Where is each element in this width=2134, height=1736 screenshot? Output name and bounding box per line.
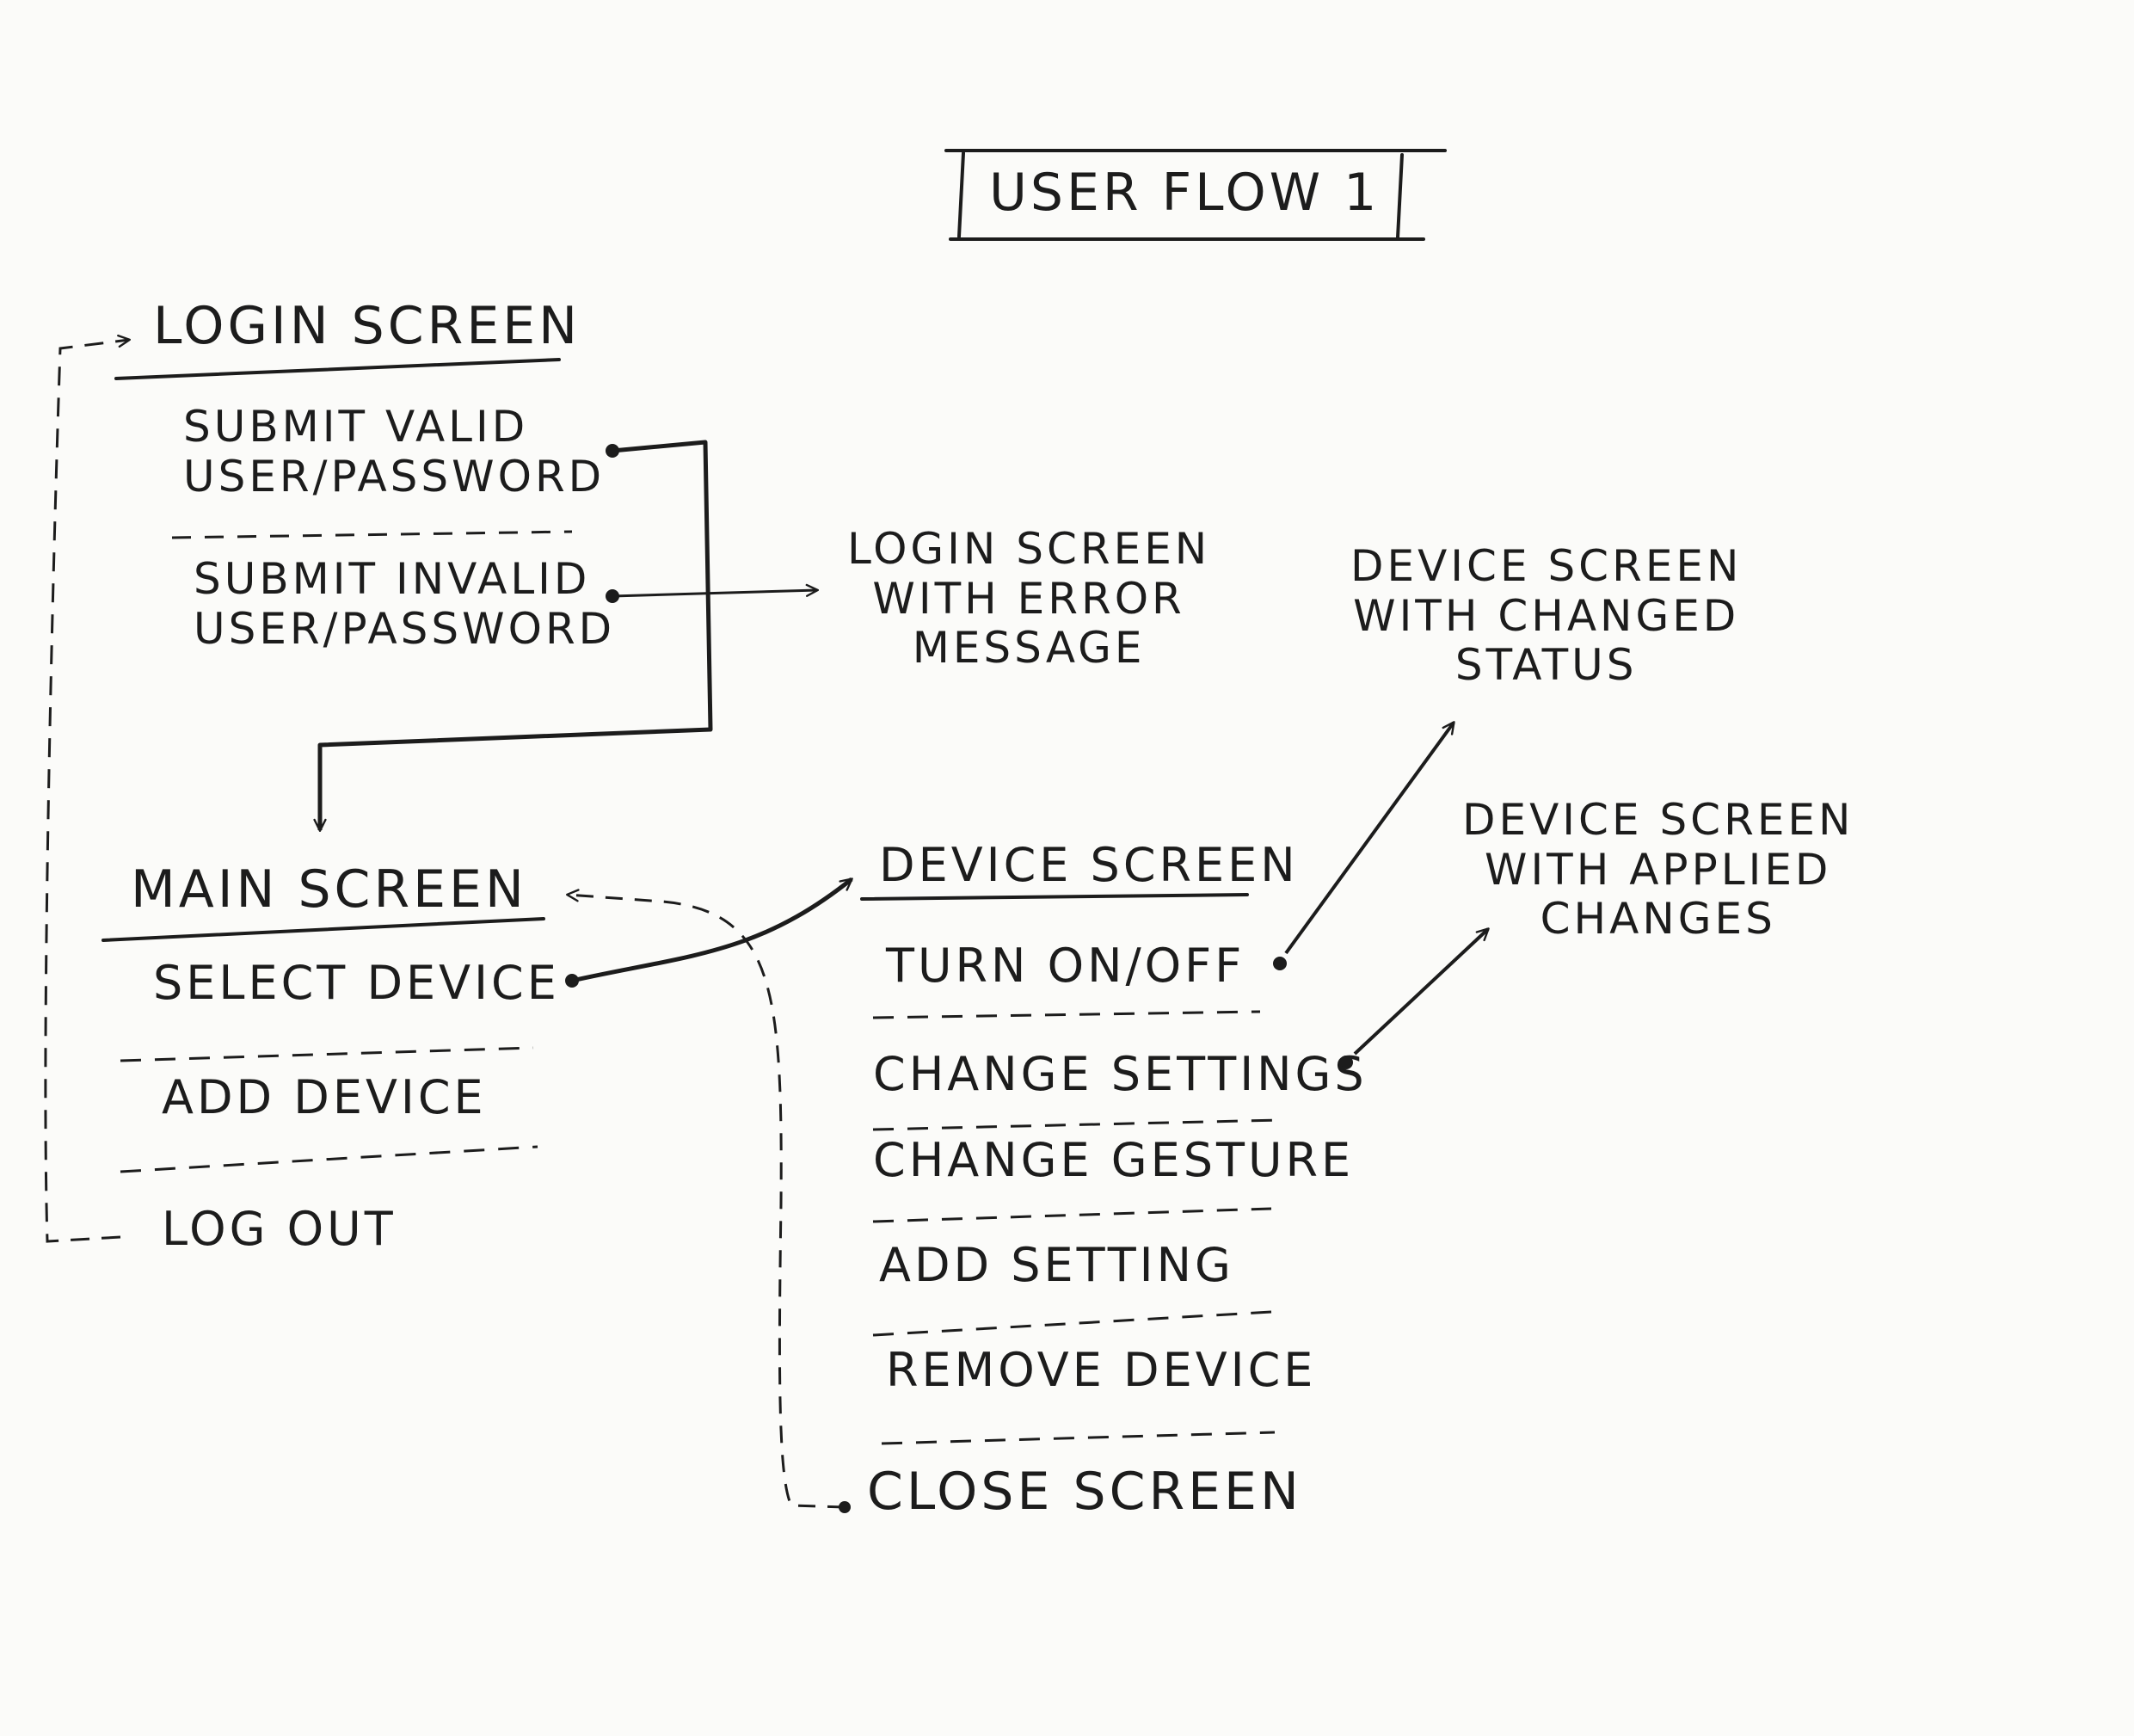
turn-on-off-to-status-arrow [1284, 721, 1455, 955]
valid-to-main-connector [313, 440, 713, 832]
login-option-divider [171, 530, 573, 539]
main-option-select-device: SELECT DEVICE [153, 956, 560, 1010]
change-settings-to-applied-arrow [1353, 927, 1490, 1056]
device-option-turn-on-off: TURN ON/OFF [886, 939, 1245, 993]
login-option-invalid: SUBMIT INVALID USER/PASSWORD [194, 554, 616, 654]
close-to-main-connector [566, 889, 846, 1509]
login-error-node: LOGIN SCREEN WITH ERROR MESSAGE [847, 524, 1211, 673]
change-settings-dot [1339, 1056, 1353, 1069]
main-option-divider-2 [120, 1145, 538, 1173]
device-option-close-screen: CLOSE SCREEN [867, 1462, 1302, 1522]
main-heading-underline [101, 917, 545, 942]
device-screen-heading: DEVICE SCREEN [879, 838, 1299, 892]
device-option-change-settings: CHANGE SETTINGS [873, 1047, 1368, 1101]
device-option-add-setting: ADD SETTING [879, 1238, 1234, 1292]
diagram-title: USER FLOW 1 [989, 163, 1381, 223]
device-option-remove-device: REMOVE DEVICE [886, 1343, 1317, 1397]
select-device-to-device-screen-arrow [571, 877, 853, 983]
device-applied-changes-node: DEVICE SCREEN WITH APPLIED CHANGES [1462, 795, 1854, 944]
device-heading-underline [860, 893, 1249, 901]
main-option-divider-1 [120, 1046, 534, 1062]
device-option-change-gesture: CHANGE GESTURE [873, 1133, 1355, 1187]
login-screen-heading: LOGIN SCREEN [153, 296, 581, 356]
login-option-valid: SUBMIT VALID USER/PASSWORD [183, 402, 606, 502]
title-box [944, 149, 1447, 241]
turn-on-off-dot [1273, 957, 1287, 970]
main-option-add-device: ADD DEVICE [162, 1070, 487, 1124]
main-option-log-out: LOG OUT [162, 1202, 397, 1256]
main-screen-heading: MAIN SCREEN [131, 859, 527, 920]
invalid-to-error-arrow [612, 583, 819, 598]
device-option-divider-1 [872, 1010, 1261, 1019]
device-option-divider-4 [872, 1310, 1272, 1337]
device-option-divider-3 [872, 1207, 1272, 1223]
logout-to-login-connector [44, 334, 131, 1243]
device-option-divider-5 [881, 1431, 1276, 1445]
login-heading-underline [114, 358, 561, 380]
device-changed-status-node: DEVICE SCREEN WITH CHANGED STATUS [1350, 541, 1743, 690]
device-option-divider-2 [872, 1118, 1281, 1131]
